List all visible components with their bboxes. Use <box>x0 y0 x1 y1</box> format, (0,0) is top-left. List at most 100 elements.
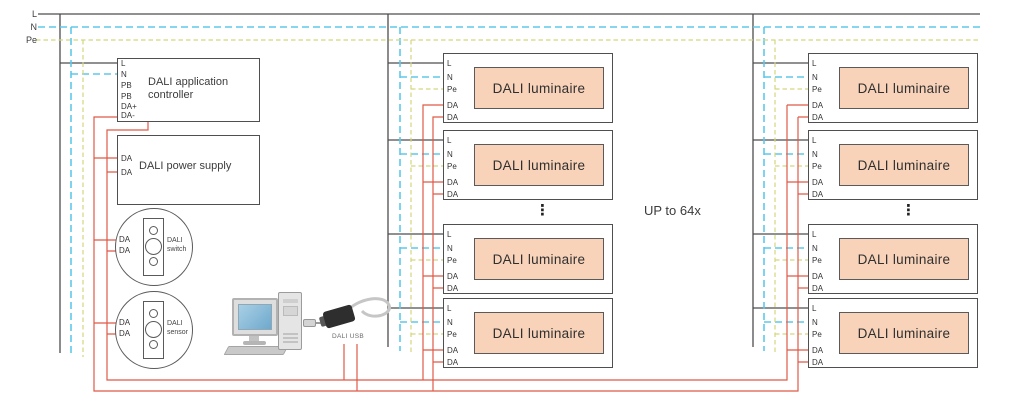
terminal-label: DA <box>812 113 824 122</box>
switch-button-bottom <box>149 257 158 266</box>
terminal-label: DA <box>812 284 824 293</box>
usb-cable <box>344 297 391 318</box>
luminaire-box: L N Pe DA DA DALI luminaire <box>443 298 613 368</box>
terminal-label: N <box>812 73 818 82</box>
luminaire-title: DALI luminaire <box>474 312 604 354</box>
terminal-label: DA <box>447 358 459 367</box>
terminal-label: L <box>812 304 817 313</box>
ps-da-taps <box>94 157 117 173</box>
power-supply-box: DA DA DALI power supply <box>117 135 260 205</box>
terminal-label: L <box>447 304 452 313</box>
terminal-label: DA <box>447 101 459 110</box>
terminal-label: Pe <box>447 85 457 94</box>
usb-adapter-body <box>322 304 356 329</box>
application-controller-title: DALI application controller <box>148 76 229 101</box>
monitor-screen <box>238 304 272 330</box>
terminal-label: DA+ <box>121 102 137 111</box>
application-controller-box: L N PB PB DA+ DA- DALI application contr… <box>117 58 260 122</box>
terminal-label: DA <box>119 329 131 338</box>
terminal-label: N <box>447 150 453 159</box>
luminaire-box: L N Pe DA DA DALI luminaire <box>808 130 978 200</box>
terminal-label: PB <box>121 81 132 90</box>
terminal-label: DA <box>447 190 459 199</box>
mains-label-n: N <box>30 22 38 32</box>
terminal-label: L <box>812 230 817 239</box>
terminal-label: Pe <box>812 330 822 339</box>
luminaire-title: DALI luminaire <box>839 312 969 354</box>
terminal-label: Pe <box>447 162 457 171</box>
terminal-label: DA <box>447 346 459 355</box>
terminal-label: Pe <box>812 162 822 171</box>
vertical-dots: ⋮ <box>535 201 550 219</box>
luminaire-title: DALI luminaire <box>474 67 604 109</box>
terminal-label: DA <box>812 190 824 199</box>
terminal-label: N <box>812 318 818 327</box>
terminal-label: DA <box>447 284 459 293</box>
terminal-label: DA <box>812 272 824 281</box>
sensor-window-bottom <box>149 340 158 349</box>
luminaire-box: L N Pe DA DA DALI luminaire <box>443 130 613 200</box>
terminal-label: DA <box>119 235 131 244</box>
terminal-label: DA <box>812 101 824 110</box>
terminal-label: DA <box>812 358 824 367</box>
terminal-label: Pe <box>447 256 457 265</box>
terminal-label: L <box>447 59 452 68</box>
terminal-label: Pe <box>812 85 822 94</box>
luminaire-title: DALI luminaire <box>474 144 604 186</box>
terminal-label: N <box>812 244 818 253</box>
terminal-label: L <box>447 230 452 239</box>
terminal-label: DA <box>119 246 131 255</box>
luminaire-box: L N Pe DA DA DALI luminaire <box>443 53 613 123</box>
terminal-label: L <box>812 136 817 145</box>
dali-bus-wire-b <box>106 105 788 381</box>
terminal-label: Pe <box>447 330 457 339</box>
dali-bus-wire-a <box>93 116 799 392</box>
terminal-label: DA <box>119 318 131 327</box>
usb-adapter-group: DALI USB <box>300 295 400 347</box>
terminal-label: DA <box>121 154 133 163</box>
sensor-window-top <box>149 309 158 318</box>
terminal-label: L <box>447 136 452 145</box>
mid-da2-riser <box>432 116 443 391</box>
terminal-label: Pe <box>812 256 822 265</box>
luminaire-title: DALI luminaire <box>839 238 969 280</box>
pc-tower <box>278 292 302 350</box>
luminaire-title: DALI luminaire <box>839 144 969 186</box>
monitor <box>232 298 278 336</box>
terminal-label: DA <box>812 178 824 187</box>
terminal-label: N <box>121 70 127 79</box>
terminal-label: L <box>121 59 126 68</box>
terminal-label: N <box>447 244 453 253</box>
terminal-label: N <box>447 73 453 82</box>
terminal-label: DA <box>447 113 459 122</box>
up-to-64x-note: UP to 64x <box>644 203 701 218</box>
luminaire-box: L N Pe DA DA DALI luminaire <box>808 224 978 294</box>
power-supply-title: DALI power supply <box>139 160 232 172</box>
usb-plug <box>303 319 316 327</box>
luminaire-box: L N Pe DA DA DALI luminaire <box>808 53 978 123</box>
right-da2-taps <box>798 116 808 363</box>
switch-button-mid <box>145 238 162 255</box>
vertical-dots: ⋮ <box>901 201 916 219</box>
luminaire-box: L N Pe DA DA DALI luminaire <box>443 224 613 294</box>
terminal-label: N <box>447 318 453 327</box>
usb-bus-drops <box>343 344 358 391</box>
terminal-label: DA- <box>121 111 135 120</box>
terminal-label: DA <box>447 272 459 281</box>
luminaire-box: L N Pe DA DA DALI luminaire <box>808 298 978 368</box>
mains-label-l: L <box>31 9 37 19</box>
terminal-label: PB <box>121 92 132 101</box>
luminaire-title: DALI luminaire <box>839 67 969 109</box>
terminal-label: DA <box>812 346 824 355</box>
terminal-label: DA <box>121 168 133 177</box>
pc-illustration <box>220 288 312 360</box>
terminal-label: N <box>812 150 818 159</box>
mains-label-pe: Pe <box>25 35 37 45</box>
terminal-label: DA <box>447 178 459 187</box>
sensor-lens <box>145 321 162 338</box>
switch-button-top <box>149 226 158 235</box>
